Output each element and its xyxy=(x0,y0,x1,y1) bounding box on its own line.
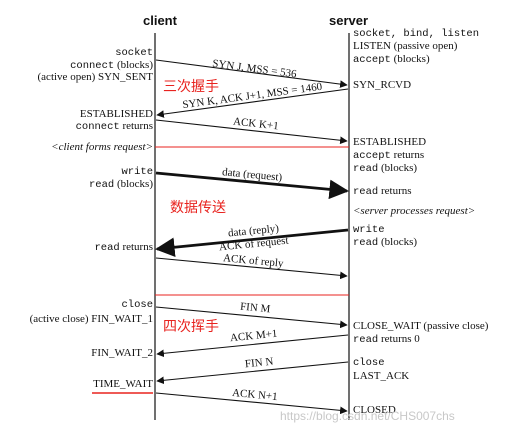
client-forms-request: <client forms request> xyxy=(51,141,153,153)
arrow-ack-n1 xyxy=(155,392,348,415)
server-syn-rcvd: SYN_RCVD xyxy=(353,79,412,91)
server-socket-bind-listen: socket, bind, listen xyxy=(353,28,480,40)
arrow-fin-n xyxy=(156,361,349,385)
client-close: close xyxy=(121,299,153,311)
server-close: close xyxy=(353,357,385,369)
server-accept-returns: accept returns xyxy=(353,149,425,162)
server-read-blocks: read (blocks) xyxy=(353,162,418,175)
client-fin-wait-2: FIN_WAIT_2 xyxy=(91,347,153,359)
client-time-wait: TIME_WAIT xyxy=(93,378,153,390)
annotation-data-transfer: 数据传送 xyxy=(170,200,226,216)
arrow-data-reply xyxy=(155,228,349,258)
server-write: write xyxy=(353,224,385,236)
watermark: https://blog.csdn.net/CHS007chs xyxy=(280,409,455,423)
server-processes-request: <server processes request> xyxy=(353,205,476,217)
arrow-syn xyxy=(155,59,348,88)
client-read-returns: read returns xyxy=(94,241,153,254)
server-listen: LISTEN (passive open) xyxy=(353,40,458,52)
client-write: write xyxy=(121,166,153,178)
client-connect-blocks: connect (blocks) xyxy=(70,59,153,72)
client-connect-returns: connect returns xyxy=(75,120,153,133)
msg-fin-n: FIN N xyxy=(244,355,274,371)
server-closed: CLOSED xyxy=(353,404,396,416)
client-read-blocks: read (blocks) xyxy=(88,178,153,191)
msg-fin-m: FIN M xyxy=(239,300,271,316)
server-read-returns-0: read returns 0 xyxy=(353,333,420,346)
server-accept-blocks: accept (blocks) xyxy=(353,53,430,66)
client-socket: socket xyxy=(115,47,153,59)
server-header: server xyxy=(329,13,369,28)
arrow-ack-of-reply xyxy=(155,257,348,280)
client-header: client xyxy=(143,13,177,28)
server-close-wait: CLOSE_WAIT (passive close) xyxy=(353,320,489,332)
annotation-three-way-handshake: 三次握手 xyxy=(163,79,219,95)
server-read-blocks-2: read (blocks) xyxy=(353,236,418,249)
server-established: ESTABLISHED xyxy=(353,136,427,148)
server-read-returns: read returns xyxy=(353,185,412,198)
arrow-ack-k1 xyxy=(155,119,348,145)
arrow-fin-m xyxy=(155,306,348,329)
server-last-ack: LAST_ACK xyxy=(353,370,410,382)
arrow-syn-ack xyxy=(156,88,349,118)
client-established: ESTABLISHED xyxy=(79,108,153,120)
client-syn-sent: (active open) SYN_SENT xyxy=(37,71,153,83)
arrow-ack-m1 xyxy=(156,334,349,358)
client-fin-wait-1: (active close) FIN_WAIT_1 xyxy=(29,313,153,325)
annotation-four-way-handshake: 四次挥手 xyxy=(163,319,219,335)
arrow-data-request xyxy=(155,171,349,200)
